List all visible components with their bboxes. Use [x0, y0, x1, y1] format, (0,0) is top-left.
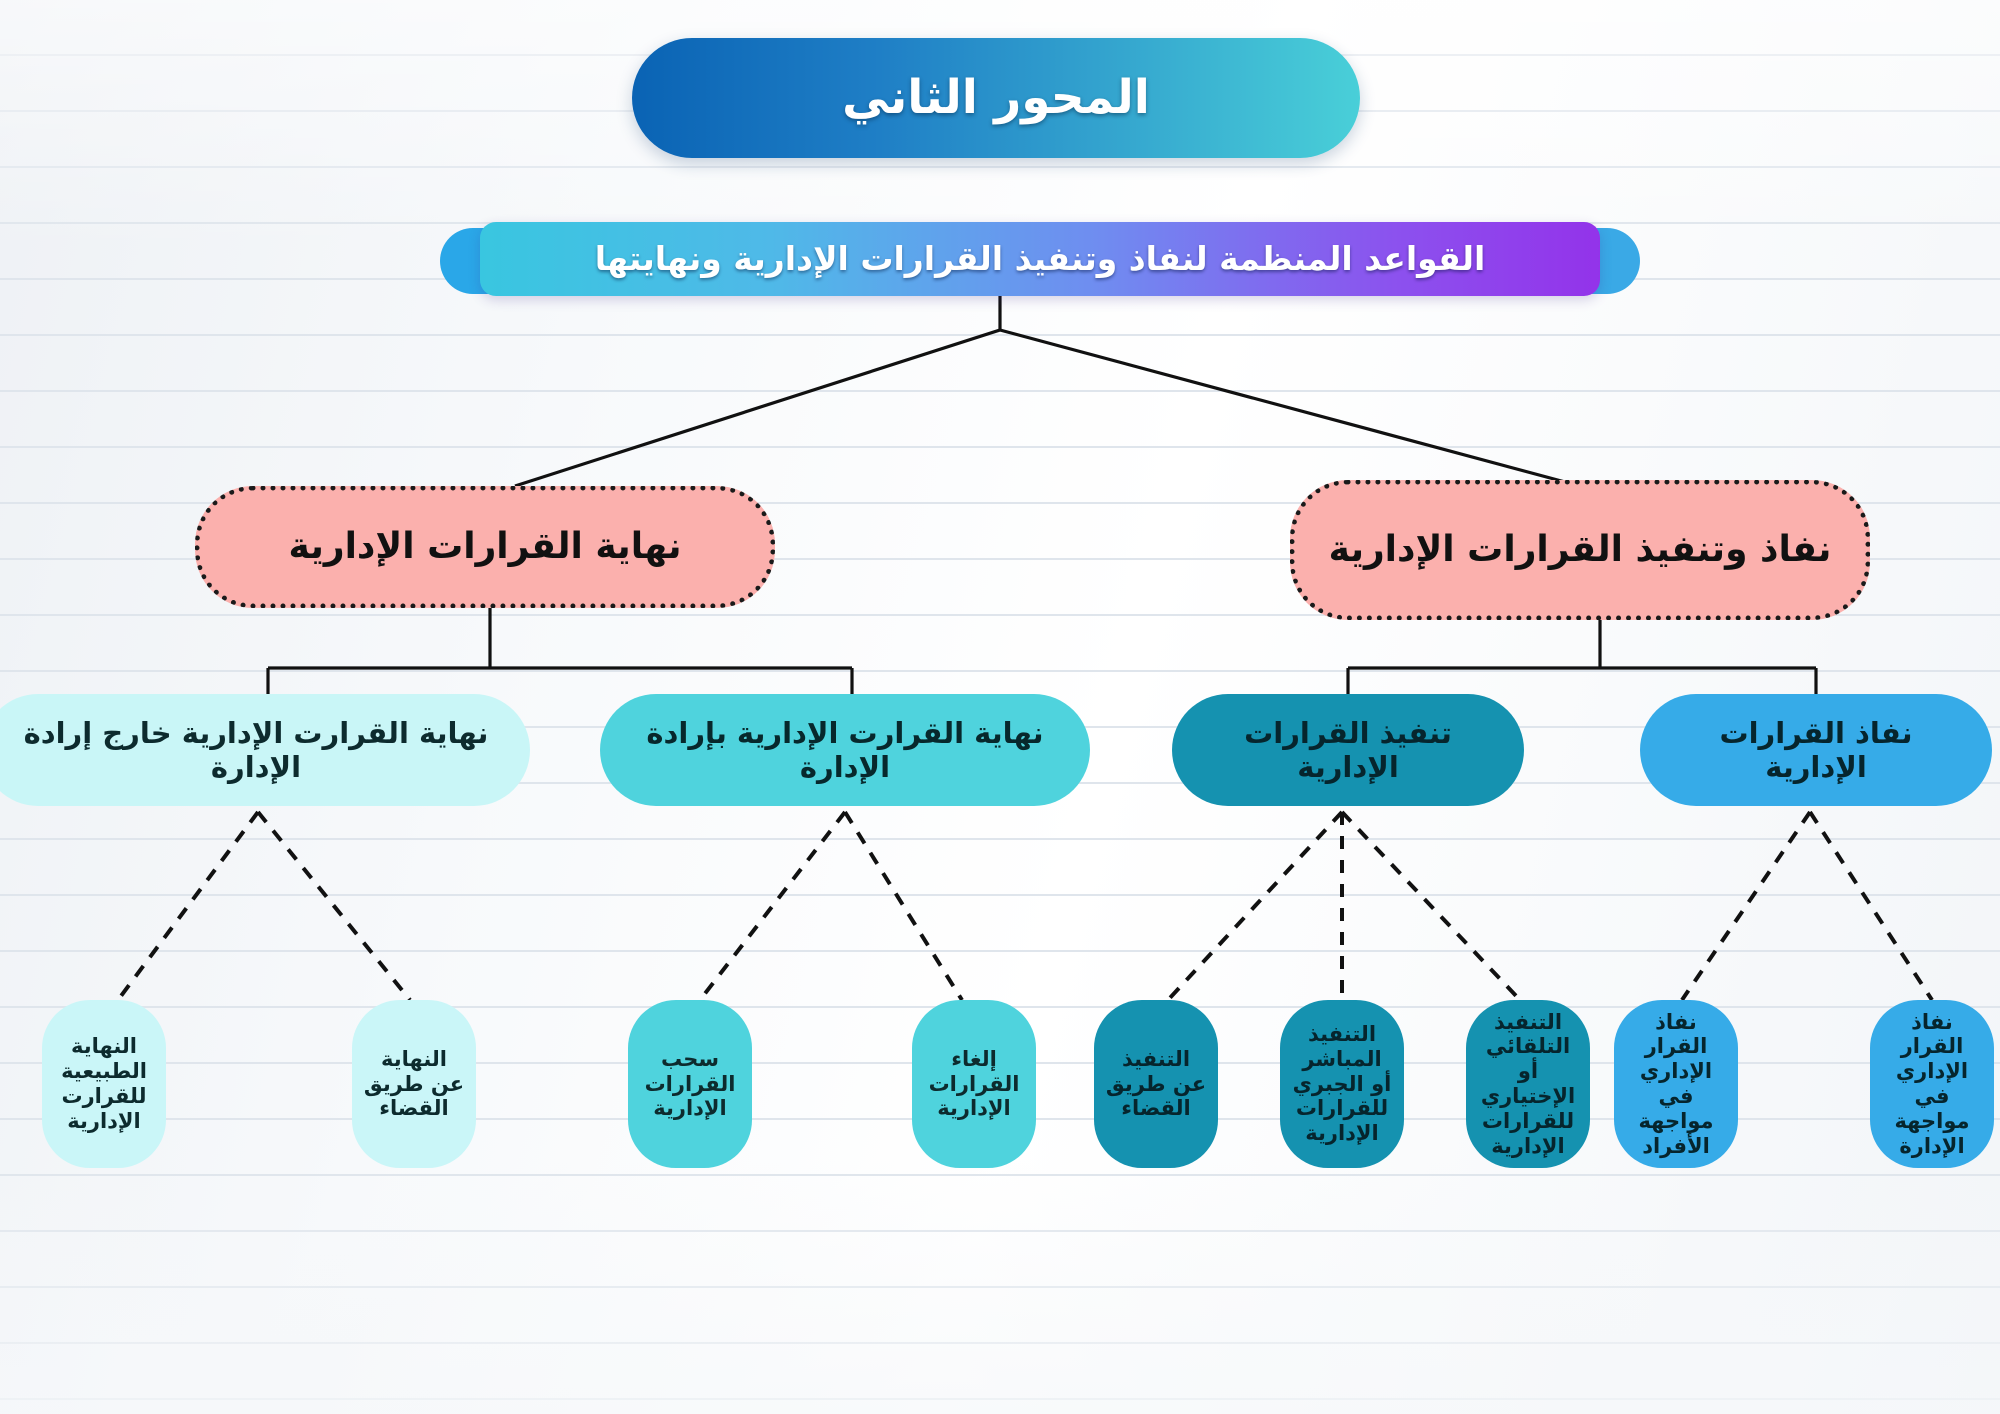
level3-node-termination-by-will[interactable]: نهاية القرارت الإدارية بإرادة الإدارة	[600, 694, 1090, 806]
leaf-node-effect-on-individuals[interactable]: نفاذ القرار الإداري في مواجهة الأفراد	[1614, 1000, 1738, 1168]
leaf-d2-label: نفاذ القرار الإداري في مواجهة الإدارة	[1894, 1009, 1970, 1158]
leaf-a1-label: النهاية الطبيعية للقرارت الإدارية	[61, 1034, 147, 1133]
branch-node-enforcement[interactable]: نفاذ وتنفيذ القرارات الإدارية	[1290, 480, 1870, 620]
level3-b-label: نهاية القرارت الإدارية بإرادة الإدارة	[646, 715, 1044, 784]
main-title-text: المحور الثاني	[842, 70, 1150, 126]
main-title-banner: المحور الثاني	[632, 38, 1360, 158]
leaf-a2-label: النهاية عن طريق القضاء	[363, 1046, 465, 1121]
level3-a-label: نهاية القرارت الإدارية خارج إرادة الإدار…	[23, 715, 489, 784]
leaf-node-withdrawal[interactable]: سحب القرارات الإدارية	[628, 1000, 752, 1168]
leaf-c1-label: التنفيذ عن طريق القضاء	[1105, 1046, 1207, 1121]
level3-node-execution[interactable]: تنفيذ القرارات الإدارية	[1172, 694, 1524, 806]
leaf-node-judicial-termination[interactable]: النهاية عن طريق القضاء	[352, 1000, 476, 1168]
level3-node-effectiveness[interactable]: نفاذ القرارات الإدارية	[1640, 694, 1992, 806]
level3-node-termination-outside-will[interactable]: نهاية القرارت الإدارية خارج إرادة الإدار…	[0, 694, 530, 806]
subtitle-banner: القواعد المنظمة لنفاذ وتنفيذ القرارات ال…	[480, 222, 1600, 296]
leaf-node-effect-on-administration[interactable]: نفاذ القرار الإداري في مواجهة الإدارة	[1870, 1000, 1994, 1168]
leaf-node-execution-via-judiciary[interactable]: التنفيذ عن طريق القضاء	[1094, 1000, 1218, 1168]
leaf-node-voluntary-execution[interactable]: التنفيذ التلقائي أو الإختياري للقرارات ا…	[1466, 1000, 1590, 1168]
leaf-node-natural-termination[interactable]: النهاية الطبيعية للقرارت الإدارية	[42, 1000, 166, 1168]
leaf-b1-label: سحب القرارات الإدارية	[644, 1046, 736, 1121]
branch-right-label: نفاذ وتنفيذ القرارات الإدارية	[1328, 528, 1832, 570]
branch-node-termination[interactable]: نهاية القرارات الإدارية	[195, 486, 775, 608]
leaf-node-annulment[interactable]: إلغاء القرارات الإدارية	[912, 1000, 1036, 1168]
leaf-c3-label: التنفيذ التلقائي أو الإختياري للقرارات ا…	[1480, 1009, 1576, 1158]
leaf-node-direct-forced-execution[interactable]: التنفيذ المباشر أو الجبري للقرارات الإدا…	[1280, 1000, 1404, 1168]
leaf-c2-label: التنفيذ المباشر أو الجبري للقرارات الإدا…	[1292, 1022, 1392, 1146]
level3-c-label: تنفيذ القرارات الإدارية	[1244, 715, 1452, 784]
branch-left-label: نهاية القرارات الإدارية	[288, 525, 682, 567]
level3-d-label: نفاذ القرارات الإدارية	[1719, 715, 1913, 784]
leaf-b2-label: إلغاء القرارات الإدارية	[928, 1046, 1020, 1121]
leaf-d1-label: نفاذ القرار الإداري في مواجهة الأفراد	[1638, 1009, 1714, 1158]
subtitle-text: القواعد المنظمة لنفاذ وتنفيذ القرارات ال…	[594, 238, 1486, 278]
